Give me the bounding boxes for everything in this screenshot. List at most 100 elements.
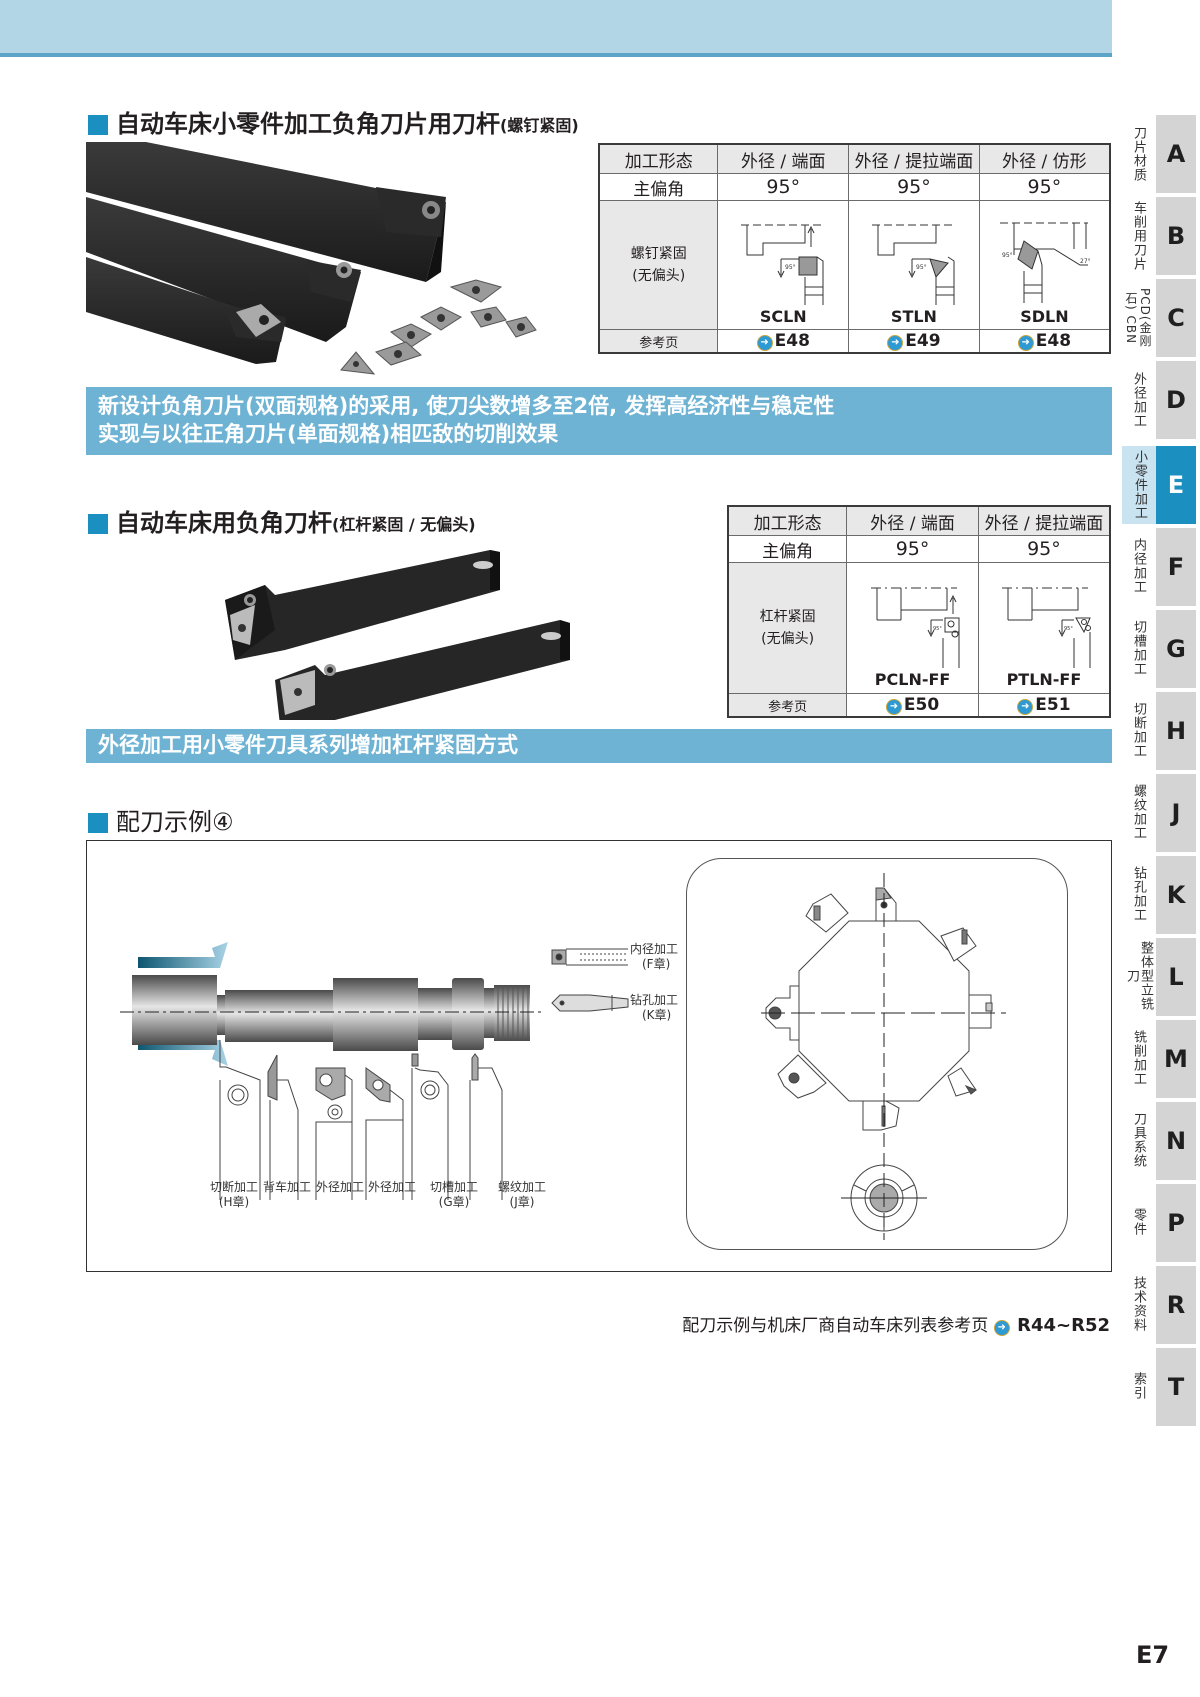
angle-label: 主偏角: [727, 535, 848, 563]
caption-grooving: 切槽加工(G章): [430, 1180, 479, 1209]
svg-text:95°: 95°: [1002, 252, 1013, 259]
sidebar-tab-c[interactable]: C: [1156, 279, 1196, 357]
section-title-screw-holders: 自动车床小零件加工负角刀片用刀杆 (螺钉紧固): [88, 104, 579, 139]
svg-text:27°: 27°: [1080, 258, 1091, 265]
ref-link[interactable]: ➜E51: [977, 693, 1111, 718]
ref-link[interactable]: ➜E50: [846, 693, 979, 718]
scln-diagram-icon: 95°: [741, 224, 826, 305]
caption-drilling: 钻孔加工(K章): [630, 993, 679, 1022]
model-cell-ptln-ff: 95° PTLN-FF: [977, 562, 1111, 694]
section-title-tool-layout: 配刀示例④: [88, 802, 234, 837]
caption-od-turning-1: 外径加工: [316, 1180, 365, 1194]
spec-table-screw-clamp: 加工形态 外径 / 端面 外径 / 提拉端面 外径 / 仿形 主偏角 95° 9…: [598, 143, 1111, 354]
stln-diagram-icon: 95°: [871, 224, 956, 305]
spec-table-lever-clamp: 加工形态 外径 / 端面 外径 / 提拉端面 主偏角 95° 95° 杠杆紧固 …: [727, 505, 1111, 718]
model-cell-sdln: 95° 27° SDLN: [978, 200, 1111, 330]
turret-diagram-frame: [686, 858, 1068, 1250]
sidebar-tab-n[interactable]: N: [1156, 1102, 1196, 1180]
sidebar-label-h: 切断加工: [1131, 702, 1146, 758]
toolholder-photo-screw: [86, 142, 537, 375]
section-title-lever-holders: 自动车床用负角刀杆 (杠杆紧固 / 无偏头): [88, 503, 476, 538]
form-cell: 外径 / 端面: [846, 505, 979, 536]
ptln-ff-diagram-icon: 95°: [1001, 587, 1091, 668]
angle-cell: 95°: [846, 535, 979, 563]
model-cell-scln: 95° SCLN: [717, 200, 850, 330]
sidebar-label-r: 技术资料: [1131, 1276, 1146, 1332]
angle-cell: 95°: [978, 173, 1111, 201]
arrow-right-icon: ➜: [993, 1320, 1010, 1336]
sidebar-tab-e[interactable]: E: [1156, 446, 1196, 524]
caption-back-turning: 背车加工: [263, 1180, 312, 1194]
boring-drilling-tools-diagram: [551, 948, 629, 1012]
sidebar-tab-d[interactable]: D: [1156, 361, 1196, 439]
ref-link[interactable]: ➜E48: [978, 329, 1111, 354]
model-cell-pcln-ff: 95° PCLN-FF: [846, 562, 979, 694]
form-cell: 外径 / 端面: [717, 143, 850, 174]
svg-text:95°: 95°: [1064, 626, 1073, 632]
arrow-right-icon: ➜: [1017, 699, 1034, 715]
sidebar-tab-r[interactable]: R: [1156, 1266, 1196, 1344]
sidebar-tab-k[interactable]: K: [1156, 856, 1196, 934]
ref-label: 参考页: [598, 329, 719, 354]
sidebar-tab-a[interactable]: A: [1156, 115, 1196, 193]
sidebar-label-f: 内径加工: [1131, 538, 1146, 594]
model-cell-stln: 95° STLN: [848, 200, 980, 330]
sidebar-label-j: 螺纹加工: [1131, 784, 1146, 840]
ref-label: 参考页: [727, 693, 848, 718]
sidebar-tab-p[interactable]: P: [1156, 1184, 1196, 1262]
sidebar-label-k: 钻孔加工: [1131, 866, 1146, 922]
caption-boring: 内径加工(F章): [630, 942, 679, 971]
arrow-right-icon: ➜: [885, 699, 902, 715]
sidebar-label-d: 外径加工: [1131, 372, 1146, 428]
sidebar-label-b: 车削用刀片: [1131, 201, 1146, 271]
clamp-label: 杠杆紧固 (无偏头): [727, 562, 848, 694]
form-cell: 外径 / 提拉端面: [848, 143, 980, 174]
toolholder-photo-lever: [225, 550, 570, 720]
section-marker-icon: [88, 514, 108, 534]
sidebar-label-m: 铣削加工: [1131, 1030, 1146, 1086]
sidebar-tab-l[interactable]: L: [1156, 938, 1196, 1016]
angle-cell: 95°: [848, 173, 980, 201]
turret-diagram: [761, 873, 1006, 1240]
caption-cutoff: 切断加工(H章): [210, 1180, 259, 1209]
sidebar-tab-g[interactable]: G: [1156, 610, 1196, 688]
sidebar-label-l: 整体型立铣刀: [1124, 941, 1153, 1011]
sidebar-label-n: 刀具系统: [1131, 1112, 1146, 1168]
feature-banner-lever-clamp: 外径加工用小零件刀具系列增加杠杆紧固方式: [86, 729, 1112, 763]
sidebar-label-e: 小零件加工: [1122, 446, 1156, 524]
svg-text:95°: 95°: [916, 264, 927, 271]
sidebar-tab-h[interactable]: H: [1156, 692, 1196, 770]
sidebar-tab-f[interactable]: F: [1156, 528, 1196, 606]
form-cell: 外径 / 提拉端面: [977, 505, 1111, 536]
caption-od-turning-2: 外径加工: [368, 1180, 417, 1194]
reference-footnote: 配刀示例与机床厂商自动车床列表参考页 ➜ R44~R52: [682, 1315, 1110, 1336]
arrow-right-icon: ➜: [756, 335, 773, 351]
sidebar-label-c: PCD(金刚石) CBN: [1124, 288, 1152, 348]
header-band: [0, 0, 1112, 57]
sidebar-tab-j[interactable]: J: [1156, 774, 1196, 852]
section-marker-icon: [88, 813, 108, 833]
sidebar-tab-m[interactable]: M: [1156, 1020, 1196, 1098]
clamp-label: 螺钉紧固 (无偏头): [598, 200, 719, 330]
workpiece-tools-diagram: [120, 942, 545, 1200]
caption-threading: 螺纹加工(J章): [498, 1180, 547, 1209]
angle-label: 主偏角: [598, 173, 719, 201]
sidebar-label-t: 索引: [1131, 1372, 1146, 1400]
sidebar-label-g: 切槽加工: [1131, 620, 1146, 676]
form-cell: 外径 / 仿形: [978, 143, 1111, 174]
ref-link[interactable]: ➜E49: [848, 329, 980, 354]
reference-link[interactable]: R44~R52: [1017, 1315, 1110, 1336]
ref-link[interactable]: ➜E48: [717, 329, 850, 354]
angle-cell: 95°: [717, 173, 850, 201]
feature-banner-negative-inserts: 新设计负角刀片(双面规格)的采用, 使刀尖数增多至2倍, 发挥高经济性与稳定性 …: [86, 387, 1112, 455]
sidebar-tab-b[interactable]: B: [1156, 197, 1196, 275]
arrow-right-icon: ➜: [1017, 335, 1034, 351]
pcln-ff-diagram-icon: 95°: [870, 587, 960, 668]
arrow-right-icon: ➜: [887, 335, 904, 351]
sidebar-label-p: 零件: [1131, 1208, 1146, 1236]
sdln-diagram-icon: 95° 27°: [1000, 222, 1091, 303]
angle-cell: 95°: [977, 535, 1111, 563]
sidebar-tab-t[interactable]: T: [1156, 1348, 1196, 1426]
sidebar-label-a: 刀片材质: [1131, 126, 1146, 182]
tool-layout-example-frame: [86, 840, 1112, 1272]
